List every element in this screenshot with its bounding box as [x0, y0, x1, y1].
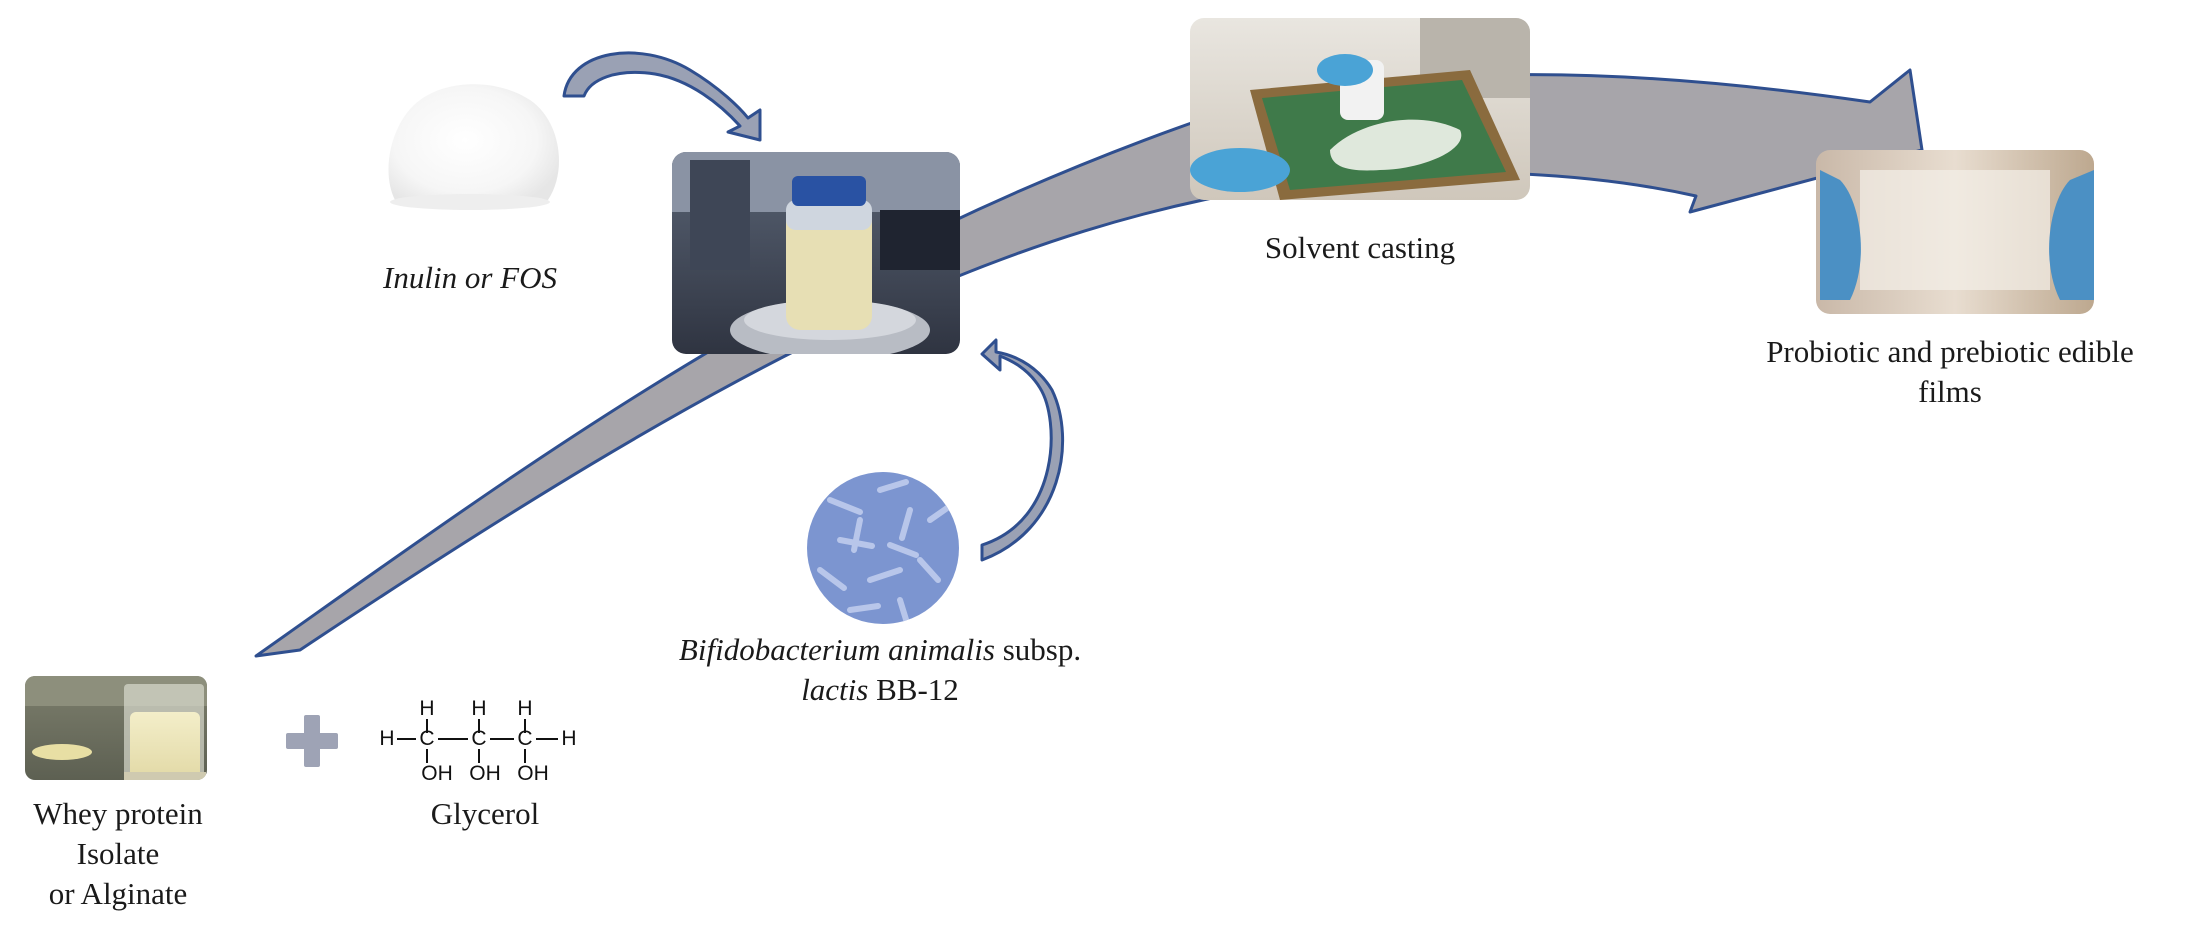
edible-film-photo — [1816, 150, 2094, 314]
glycerol-top-h-1: H — [419, 697, 434, 720]
bacteria-label: Bifidobacterium animalis subsp. lactis B… — [620, 630, 1140, 710]
glycerol-top-h-3: H — [517, 697, 532, 720]
lab-bottle-photo — [672, 152, 960, 354]
plus-icon — [286, 715, 338, 767]
curved-arrow-inulin — [562, 51, 762, 142]
bacteria-strain: BB-12 — [868, 672, 959, 707]
inulin-label: Inulin or FOS — [383, 260, 557, 295]
glycerol-right-h: H — [561, 727, 576, 750]
films-label-line-2: films — [1918, 374, 1982, 409]
films-label-line-1: Probiotic and prebiotic edible — [1766, 334, 2134, 369]
glycerol-oh-2: OH — [469, 762, 501, 785]
glycerol-oh-3: OH — [517, 762, 549, 785]
glycerol-c-1: C — [419, 727, 434, 750]
glycerol-top-h-2: H — [471, 697, 486, 720]
films-label: Probiotic and prebiotic edible films — [1720, 332, 2180, 412]
glycerol-left-h: H — [379, 727, 394, 750]
whey-label-line-3: or Alginate — [48, 876, 188, 911]
solvent-casting-photo — [1190, 18, 1530, 200]
glycerol-c-3: C — [517, 727, 532, 750]
glycerol-label: Glycerol — [430, 796, 540, 831]
bacteria-image — [807, 472, 959, 624]
inulin-powder-image — [388, 84, 560, 210]
bacteria-subsp: subsp. — [994, 632, 1082, 667]
glycerol-c-2: C — [471, 727, 486, 750]
whey-label-line-2: Isolate — [76, 836, 160, 871]
whey-beaker-photo — [25, 676, 207, 780]
bacteria-genus-species: Bifidobacterium animalis — [678, 632, 995, 667]
glycerol-oh-1: OH — [421, 762, 453, 785]
whey-label: Whey protein Isolate or Alginate — [8, 794, 228, 914]
casting-label: Solvent casting — [1264, 230, 1456, 265]
bacteria-subspecies: lactis — [801, 672, 869, 707]
whey-label-line-1: Whey protein — [33, 796, 203, 831]
glycerol-structure: H H H H C C C H OH OH OH — [379, 697, 576, 785]
bacteria-label-line-2: lactis BB-12 — [620, 670, 1140, 710]
curved-arrow-bacteria — [980, 338, 1065, 562]
bacteria-label-line-1: Bifidobacterium animalis subsp. — [620, 630, 1140, 670]
